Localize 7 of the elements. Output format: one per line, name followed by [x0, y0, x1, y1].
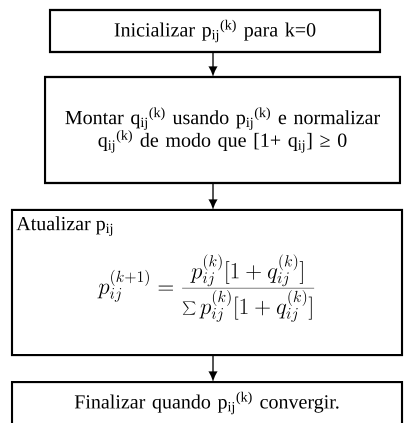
arrow	[208, 183, 218, 208]
process-box: Atualizar p$_{ij}$ $p_{ij}^{(k+1)} = \frac{p_{ij}^{(k)}[1+q_{ij}^{(k)}]}{\sum p_{ij}^{(k)}[1+q_{ij}^{(k)}]}$	[10, 208, 404, 356]
process-box: Finalizar quando p$_{ij}$$^{(k)}$ convergir.	[10, 380, 404, 423]
arrow	[208, 355, 218, 380]
process-box: Montar q$_{ij}$$^{(k)}$ usando p$_{ij}$$^{(k)}$ e normalizar q$_{ij}$$^{(k)}$ de modo que [1+ q$_{ij}$] ≥ 0	[44, 76, 402, 184]
arrow	[208, 52, 218, 76]
process-box: Inicializar p$_{ij}$$^{(k)}$ para k=0	[48, 8, 382, 54]
